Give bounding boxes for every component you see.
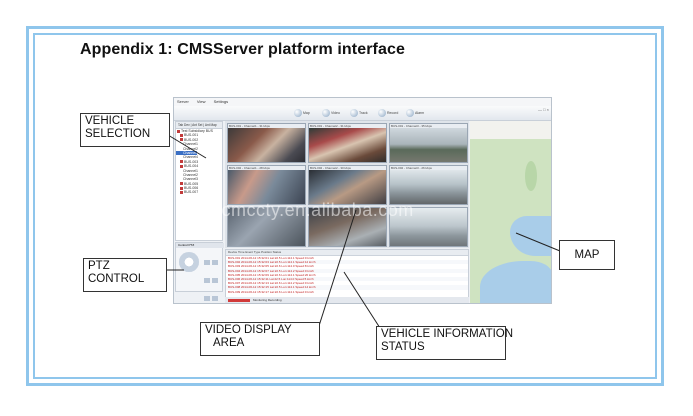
camera-feed — [228, 170, 305, 204]
toolbar-track-button[interactable]: Track — [350, 108, 368, 118]
map-water — [510, 216, 551, 256]
camera-feed — [309, 170, 386, 204]
table-row[interactable]: BUS-005 2014-06-12 15:32:09 Lat:22.6 Lon… — [228, 272, 316, 277]
page-title: Appendix 1: CMSServer platform interface — [80, 41, 405, 58]
tree-node[interactable]: BUS-005 — [176, 182, 222, 186]
camera-feed — [390, 208, 467, 246]
camera-feed — [390, 128, 467, 162]
video-cell[interactable] — [389, 207, 468, 247]
toolbar: Map Video Track Record Alarm — □ × — [174, 106, 551, 121]
video-cell[interactable]: BUS-001 - Channel3 - 35 kbps — [389, 123, 468, 163]
video-cell[interactable]: BUS-002 - Channel1 - 28 kbps — [227, 165, 306, 205]
tree-node[interactable]: BUS-004 — [176, 164, 222, 168]
video-cell[interactable] — [227, 207, 306, 247]
callout-ptz-control: PTZ CONTROL — [83, 258, 167, 292]
ptz-tabs[interactable]: Control PTZ — [176, 243, 224, 248]
menu-item-server[interactable]: Server — [177, 99, 189, 104]
record-icon — [378, 109, 386, 117]
watermark: rcmccty.en.alibaba.com — [215, 200, 414, 220]
menu-item-settings[interactable]: Settings — [213, 99, 229, 104]
ptz-buttons — [203, 253, 221, 303]
iris-close-button[interactable] — [212, 296, 218, 301]
table-row[interactable]: BUS-007 2014-06-12 15:32:13 Lat:22.6 Lon… — [228, 281, 314, 286]
bus-icon — [180, 138, 183, 142]
toolbar-alarm-button[interactable]: Alarm — [406, 108, 424, 118]
bus-icon — [180, 160, 183, 164]
table-row[interactable]: BUS-003 2014-06-12 15:32:05 Lat:22.6 Lon… — [228, 264, 314, 269]
tree-node[interactable]: Test Subsidiary BUS — [176, 129, 222, 133]
map-view[interactable] — [470, 121, 551, 303]
bus-icon — [180, 186, 183, 190]
map-land — [525, 161, 537, 191]
video-cell[interactable]: BUS-001 - Channel1 - 31 kbps — [227, 123, 306, 163]
map-water — [480, 261, 551, 303]
video-cell[interactable]: BUS-001 - Channel2 - 31 kbps — [308, 123, 387, 163]
table-row[interactable]: BUS-001 2014-06-12 15:32:01 Lat:22.5 Lon… — [228, 256, 314, 260]
track-icon — [350, 109, 358, 117]
map-top — [470, 121, 551, 139]
camera-feed — [309, 128, 386, 162]
zoom-in-button[interactable] — [204, 260, 210, 265]
camera-feed — [228, 128, 305, 162]
bus-icon — [180, 182, 183, 186]
vehicle-info-table: Device Time Event Type Position Status B… — [225, 249, 469, 303]
callout-vehicle-information-status: VEHICLE INFORMATION STATUS — [376, 326, 513, 360]
status-bar: Monitoring Recording — [225, 297, 469, 303]
tree-node[interactable]: BUS-003 — [176, 160, 222, 164]
map-icon — [294, 109, 302, 117]
camera-feed — [390, 170, 467, 204]
toolbar-record-button[interactable]: Record — [378, 108, 398, 118]
tree-tabs[interactable]: Tab Dev | Ant Sel | Ant Map — [176, 122, 222, 129]
video-cell[interactable]: BUS-002 - Channel2 - 30 kbps — [308, 165, 387, 205]
vehicle-tree[interactable]: Tab Dev | Ant Sel | Ant Map Test Subsidi… — [175, 121, 223, 241]
tree-node[interactable]: BUS-007 — [176, 190, 222, 194]
menu-bar: Server View Settings — [174, 98, 551, 106]
video-grid: BUS-001 - Channel1 - 31 kbps BUS-001 - C… — [225, 121, 469, 248]
bus-icon — [180, 133, 183, 137]
iris-open-button[interactable] — [204, 296, 210, 301]
toolbar-video-button[interactable]: Video — [322, 108, 340, 118]
bus-icon — [180, 164, 183, 168]
bus-icon — [177, 129, 180, 133]
tree-node[interactable]: Channel3 — [183, 177, 198, 182]
focus-near-button[interactable] — [204, 278, 210, 283]
tree-node[interactable]: Channel1 — [183, 168, 198, 173]
inner-frame — [33, 33, 657, 379]
callout-vehicle-selection: VEHICLE SELECTION — [80, 113, 170, 147]
tree-node[interactable]: BUS-006 — [176, 186, 222, 190]
callout-video-display-area: VIDEO DISPLAY AREA — [200, 322, 320, 356]
outer-frame — [26, 26, 664, 386]
tree-node[interactable]: Channel2 — [183, 172, 198, 177]
ptz-direction-pad[interactable] — [179, 252, 199, 272]
menu-item-view[interactable]: View — [196, 99, 206, 104]
video-icon — [322, 109, 330, 117]
window-controls[interactable]: — □ × — [538, 107, 549, 112]
camera-feed — [228, 208, 305, 246]
callout-map: MAP — [559, 240, 615, 270]
toolbar-map-button[interactable]: Map — [294, 108, 310, 118]
zoom-out-button[interactable] — [212, 260, 218, 265]
bus-icon — [180, 191, 183, 195]
video-cell[interactable]: BUS-002 - Channel3 - 26 kbps — [389, 165, 468, 205]
focus-far-button[interactable] — [212, 278, 218, 283]
ptz-panel: Control PTZ — [175, 242, 224, 301]
table-row[interactable]: BUS-009 2014-06-12 15:32:17 Lat:22.6 Lon… — [228, 289, 314, 294]
alarm-icon — [406, 109, 414, 117]
recording-indicator — [228, 298, 250, 302]
